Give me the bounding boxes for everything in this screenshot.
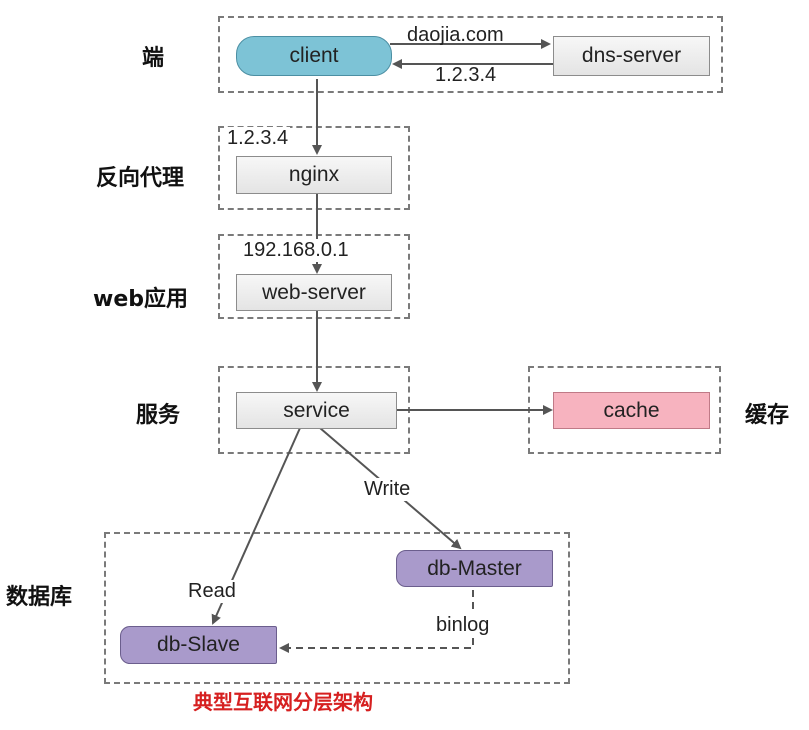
proxy-layer-box (218, 126, 410, 210)
layer-label-client: 端 (142, 46, 165, 71)
read-label: Read (186, 580, 238, 603)
write-label: Write (362, 478, 413, 501)
dns-query-label: daojia.com (407, 24, 504, 46)
dns-reply-label: 1.2.3.4 (435, 64, 497, 86)
web-server-node: web-server (236, 274, 392, 311)
binlog-arrow (279, 590, 474, 653)
database-layer-box (104, 532, 570, 684)
db-master-node: db-Master (396, 550, 553, 587)
layer-label-reverse-proxy: 反向代理 (96, 166, 185, 191)
layer-label-web-app: web应用 (93, 287, 188, 312)
service-node: service (236, 392, 397, 429)
layer-label-service: 服务 (136, 403, 181, 428)
layer-label-database: 数据库 (6, 585, 73, 610)
nginx-ip-label: 1.2.3.4 (225, 127, 291, 150)
db-slave-node: db-Slave (120, 626, 277, 664)
cache-node: cache (553, 392, 710, 429)
web-layer-box (218, 234, 410, 319)
web-ip-label: 192.168.0.1 (241, 239, 351, 262)
binlog-label: binlog (434, 614, 492, 637)
dns-server-node: dns-server (553, 36, 710, 76)
diagram-title: 典型互联网分层架构 (193, 690, 373, 714)
client-node: client (236, 36, 392, 76)
nginx-node: nginx (236, 156, 392, 194)
layer-label-cache: 缓存 (745, 403, 790, 428)
client-layer-box (218, 16, 723, 93)
